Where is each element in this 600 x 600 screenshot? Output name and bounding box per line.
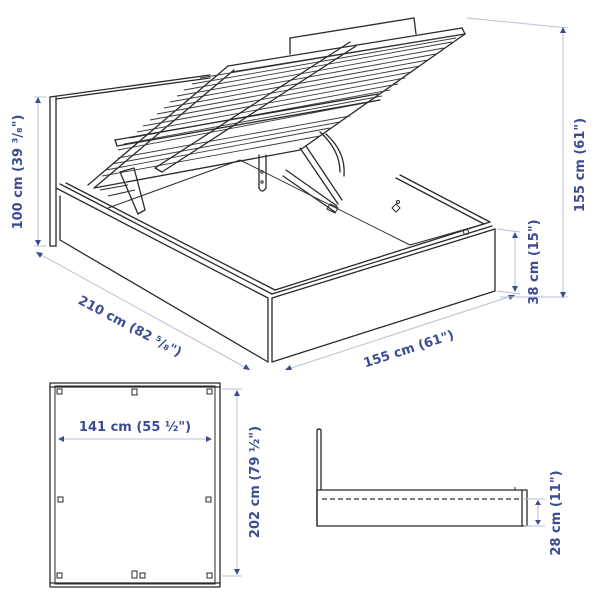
lift-up-slatted-base	[87, 17, 466, 189]
perspective-view: 100 cm (39 ³/₈") 210 cm (82 ⁵/₈") 155 cm…	[11, 17, 588, 371]
label-storage-depth: 28 cm (11")	[549, 470, 564, 555]
dim-inner-length: 202 cm (79 ½")	[222, 388, 263, 577]
dim-inner-width: 141 cm (55 ½")	[58, 420, 212, 442]
dim-width: 155 cm (61")	[284, 294, 516, 371]
side-view: 28 cm (11")	[316, 428, 564, 556]
label-frame-height: 38 cm (15")	[527, 219, 542, 304]
label-width: 155 cm (61")	[362, 328, 456, 371]
bed-frame	[55, 159, 496, 363]
headboard	[49, 74, 211, 247]
dim-storage-depth: 28 cm (11")	[524, 470, 564, 556]
top-view: 141 cm (55 ½") 202 cm (79 ½")	[49, 382, 263, 588]
label-inner-length: 202 cm (79 ½")	[248, 426, 263, 538]
label-overall-depth: 155 cm (61")	[573, 118, 588, 212]
gas-lift-mechanism	[99, 131, 345, 215]
label-headboard-height: 100 cm (39 ³/₈")	[11, 115, 26, 230]
dim-headboard-height: 100 cm (39 ³/₈")	[11, 96, 46, 247]
label-inner-width: 141 cm (55 ½")	[79, 420, 191, 435]
dim-frame-height: 38 cm (15")	[496, 219, 542, 305]
dim-length: 210 cm (82 ⁵/₈")	[35, 251, 251, 371]
dim-overall-depth: 155 cm (61")	[466, 17, 588, 298]
